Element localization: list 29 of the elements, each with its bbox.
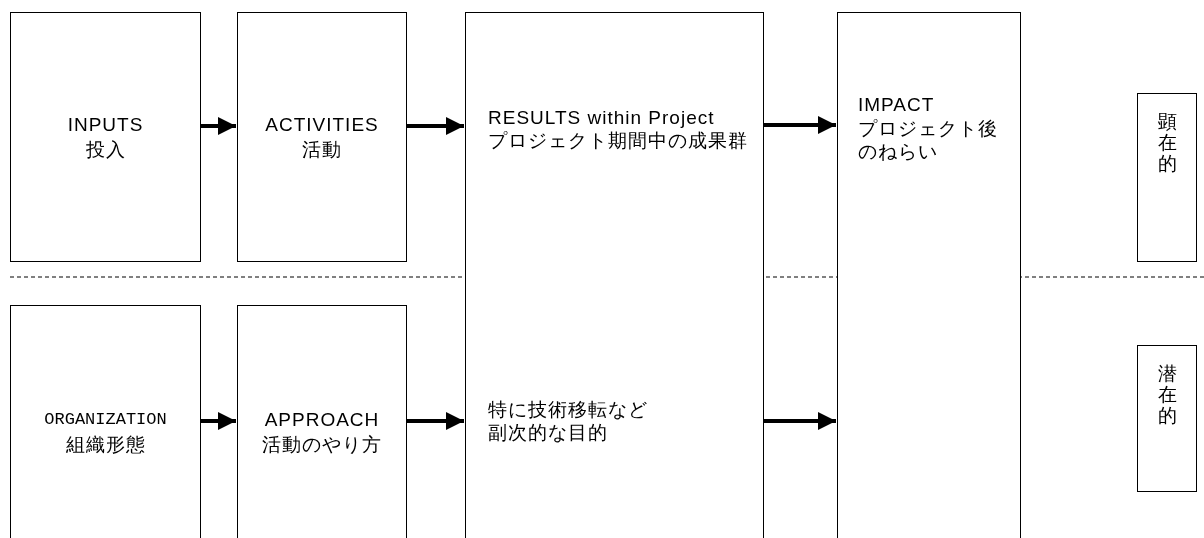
- box-text: プロジェクト期間中の成果群: [488, 129, 748, 152]
- box-title: APPROACH: [263, 408, 381, 431]
- vertical-label: 潜在的: [1157, 364, 1177, 427]
- box-text: 特に技術移転など副次的な目的: [488, 398, 648, 444]
- box-title: ACTIVITIES: [264, 113, 380, 136]
- process-box: [10, 12, 201, 262]
- arrow: [201, 117, 236, 135]
- box-text: 組織形態: [64, 433, 147, 456]
- arrow: [201, 412, 236, 430]
- vertical-label: 顕在的: [1157, 112, 1177, 175]
- box-text: 投入: [84, 138, 127, 161]
- category-box: [1137, 93, 1197, 262]
- arrow: [764, 412, 836, 430]
- arrow: [407, 412, 464, 430]
- box-text: 活動: [301, 138, 343, 161]
- process-box: [465, 12, 764, 538]
- box-text: 活動のやり方: [261, 433, 383, 456]
- box-title: ORGANIZATION: [43, 409, 168, 431]
- process-box: [237, 305, 407, 538]
- process-box: [10, 305, 201, 538]
- process-box: [837, 12, 1021, 538]
- process-box: [237, 12, 407, 262]
- box-title: IMPACT: [858, 93, 935, 116]
- arrow: [407, 117, 464, 135]
- arrow: [764, 116, 836, 134]
- box-text: プロジェクト後のねらい: [858, 117, 999, 163]
- box-title: INPUTS: [66, 113, 145, 136]
- category-box: [1137, 345, 1197, 492]
- box-title: RESULTS within Project: [488, 106, 715, 129]
